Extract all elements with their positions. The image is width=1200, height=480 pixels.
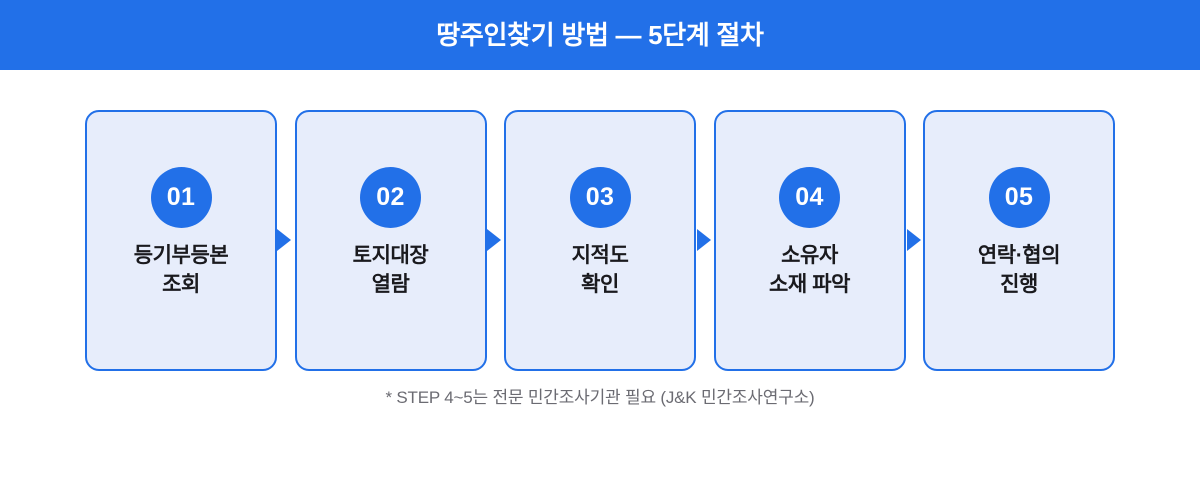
step-card-05[interactable]: 05 연락·협의 진행 xyxy=(923,110,1115,371)
step-card-03[interactable]: 03 지적도 확인 xyxy=(504,110,696,371)
step-number-label: 05 xyxy=(1004,183,1034,211)
page-title: 땅주인찾기 방법 — 5단계 절차 xyxy=(436,20,764,50)
arrow-right-icon xyxy=(697,229,711,251)
arrow-right-icon xyxy=(277,229,291,251)
step-number-badge: 01 xyxy=(150,167,212,228)
step-title-label: 토지대장 열람 xyxy=(352,244,429,296)
step-number-badge: 03 xyxy=(569,167,631,228)
step-number-badge: 05 xyxy=(988,167,1050,228)
arrow-right-icon xyxy=(487,229,501,251)
step-number-label: 01 xyxy=(166,183,196,211)
step-number-label: 02 xyxy=(376,183,405,211)
step-title-label: 등기부등본 조회 xyxy=(133,244,229,296)
step-number-label: 03 xyxy=(585,183,615,211)
step-card-04[interactable]: 04 소유자 소재 파악 xyxy=(713,110,906,371)
footnote-text: * STEP 4~5는 전문 민간조사기관 필요 (J&K 민간조사연구소) xyxy=(385,388,815,407)
step-card-02[interactable]: 02 토지대장 열람 xyxy=(294,110,487,371)
arrow-right-icon xyxy=(907,229,921,251)
step-number-label: 04 xyxy=(795,183,824,211)
step-title-label: 지적도 확인 xyxy=(571,244,629,296)
step-number-badge: 04 xyxy=(779,167,840,228)
step-number-badge: 02 xyxy=(360,167,421,228)
step-title-label: 연락·협의 진행 xyxy=(977,244,1061,296)
step-card-01[interactable]: 01 등기부등본 조회 xyxy=(85,110,277,371)
step-title-label: 소유자 소재 파악 xyxy=(768,244,851,296)
steps-row: 01 등기부등본 조회 02 토지대장 열람 03 지적도 확인 04 소유자 … xyxy=(85,110,1115,371)
header-band: 땅주인찾기 방법 — 5단계 절차 xyxy=(0,0,1200,70)
